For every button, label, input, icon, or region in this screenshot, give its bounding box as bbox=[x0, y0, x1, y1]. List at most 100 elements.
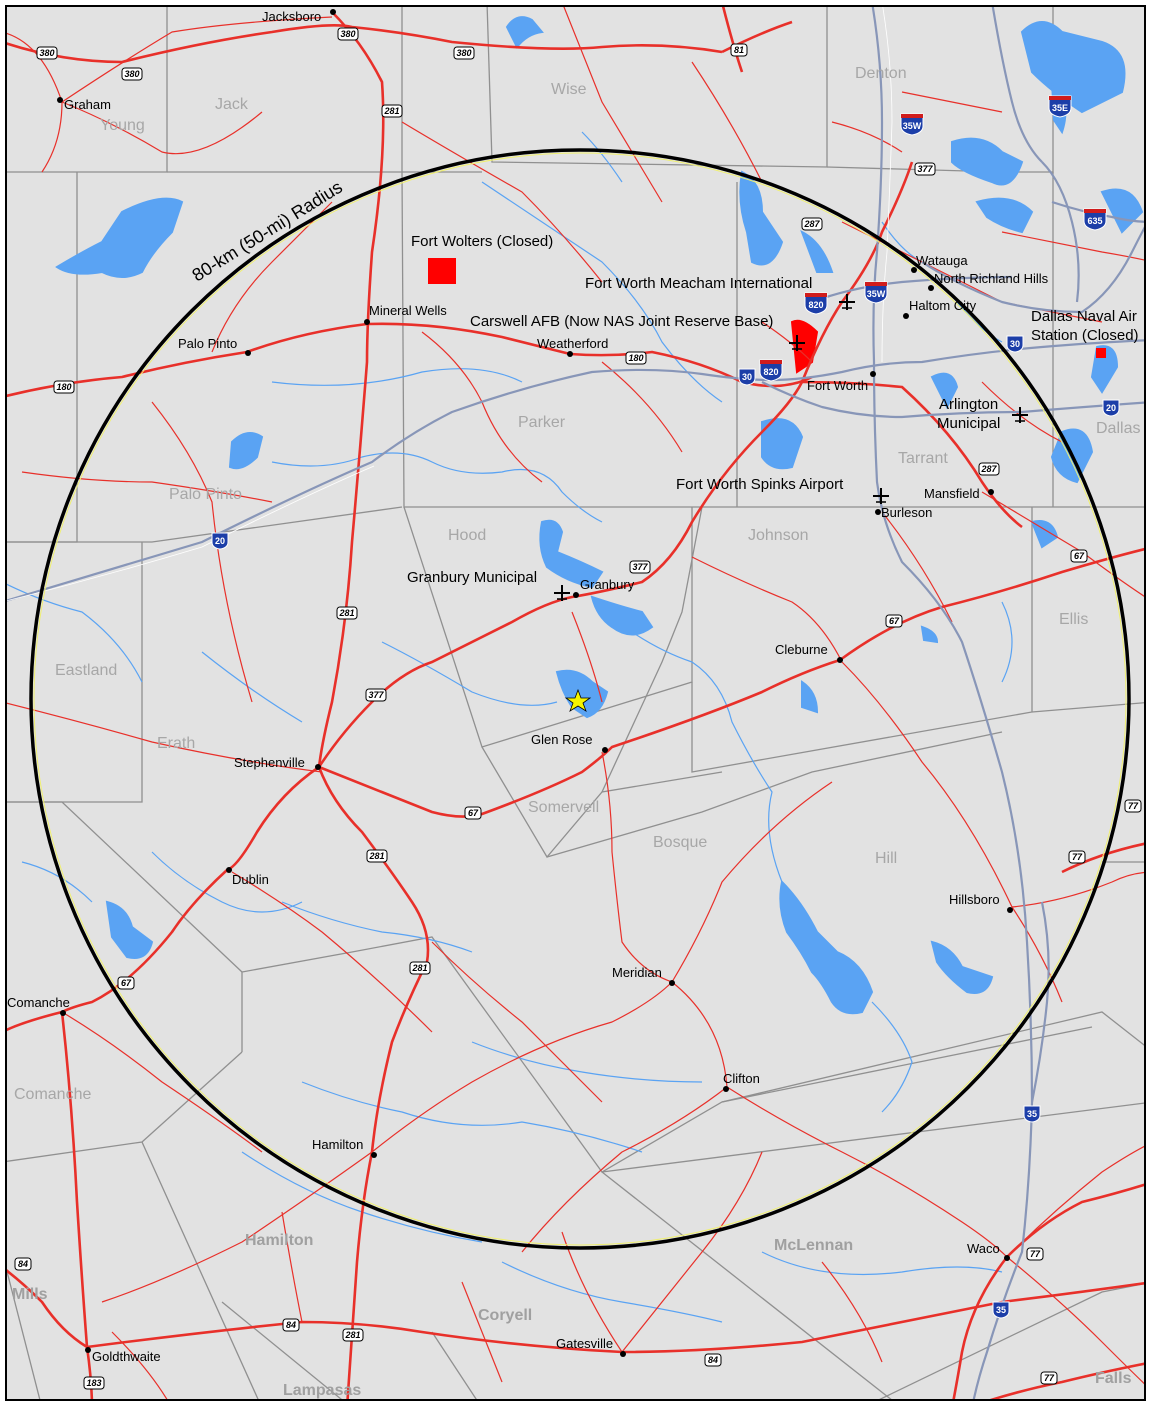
county-label-parker: Parker bbox=[518, 414, 566, 431]
interstate-shield: 20 bbox=[211, 532, 229, 550]
shield-number: 35 bbox=[996, 1305, 1006, 1315]
us-shield: 380 bbox=[337, 27, 359, 41]
airplane-icon bbox=[1012, 407, 1028, 423]
city-dot-clifton bbox=[723, 1086, 729, 1092]
shield-number: 281 bbox=[368, 851, 384, 861]
county-label-hamilton: Hamilton bbox=[245, 1232, 313, 1249]
us-shield: 287 bbox=[978, 462, 1000, 476]
us-shield: 281 bbox=[409, 961, 431, 975]
city-label-waco: Waco bbox=[967, 1241, 1000, 1256]
city-dot-graham bbox=[57, 97, 63, 103]
city-dot-waco bbox=[1004, 1255, 1010, 1261]
city-dot-jacksboro bbox=[330, 9, 336, 15]
map-canvas: 80-km (50-mi) Radius Jack Young Wise Den… bbox=[7, 7, 1144, 1399]
city-dot-glen-rose bbox=[602, 747, 608, 753]
shield-number: 180 bbox=[628, 353, 643, 363]
shield-number: 377 bbox=[632, 562, 648, 572]
county-labels: Jack Young Wise Denton Parker Palo Pinto… bbox=[12, 65, 1140, 1399]
shield-number: 281 bbox=[344, 1330, 360, 1340]
city-dot-hillsboro bbox=[1007, 907, 1013, 913]
shield-number: 81 bbox=[734, 45, 744, 55]
us-shield: 281 bbox=[366, 849, 388, 863]
airport-icons bbox=[554, 294, 1028, 601]
city-dot-granbury bbox=[573, 592, 579, 598]
site-star-icon bbox=[564, 688, 592, 712]
dallas-naval-label-line1: Dallas Naval Air bbox=[1031, 308, 1137, 325]
interstate-shield: 635 bbox=[1083, 208, 1107, 231]
us-shield: 180 bbox=[53, 380, 75, 394]
shield-number: 820 bbox=[808, 300, 823, 310]
shield-number: 183 bbox=[86, 1378, 101, 1388]
shield-number: 67 bbox=[889, 616, 900, 626]
shield-number: 380 bbox=[340, 29, 355, 39]
water-bodies bbox=[55, 16, 1144, 1015]
city-dot-hamilton bbox=[371, 1152, 377, 1158]
city-labels: Jacksboro Graham Mineral Wells Palo Pint… bbox=[7, 9, 1049, 1364]
county-label-erath: Erath bbox=[157, 735, 195, 752]
county-label-denton: Denton bbox=[855, 65, 907, 82]
interstate-shield: 35 bbox=[992, 1301, 1010, 1319]
interstate-shield: 820 bbox=[759, 359, 783, 382]
city-label-fort-worth: Fort Worth bbox=[807, 378, 868, 393]
city-label-north-richland-hills: North Richland Hills bbox=[934, 271, 1049, 286]
us-shield: 287 bbox=[801, 217, 823, 231]
shield-number: 35 bbox=[1027, 1109, 1037, 1119]
us-shield: 84 bbox=[14, 1257, 32, 1271]
meacham-label: Fort Worth Meacham International bbox=[585, 275, 812, 292]
radius-circle-inner bbox=[33, 152, 1127, 1246]
shield-number: 77 bbox=[1044, 1373, 1055, 1383]
interstate-shield: 35W bbox=[864, 281, 888, 304]
shield-number: 84 bbox=[18, 1259, 28, 1269]
interstate-shields: 35W 35E 635 35W 820 820 30 30 20 20 35 3… bbox=[211, 95, 1120, 1319]
city-dots bbox=[57, 9, 1013, 1357]
us-shield: 67 bbox=[117, 976, 135, 990]
city-label-haltom-city: Haltom City bbox=[909, 298, 977, 313]
us-highway-shields: 380 380 380 380 81 281 377 287 180 180 2… bbox=[14, 27, 1142, 1390]
us-shield: 67 bbox=[1070, 549, 1088, 563]
city-dot-haltom-city bbox=[903, 313, 909, 319]
city-dot-north-richland-hills bbox=[928, 285, 934, 291]
shield-number: 377 bbox=[917, 164, 933, 174]
city-dot-dublin bbox=[226, 867, 232, 873]
us-shield: 67 bbox=[464, 806, 482, 820]
shield-number: 35W bbox=[867, 289, 886, 299]
city-label-hamilton: Hamilton bbox=[312, 1137, 363, 1152]
county-label-mills: Mills bbox=[12, 1286, 48, 1303]
interstate-shield: 30 bbox=[738, 368, 756, 386]
fort-wolters-label: Fort Wolters (Closed) bbox=[411, 233, 553, 250]
city-label-mineral-wells: Mineral Wells bbox=[369, 303, 447, 318]
shield-number: 77 bbox=[1128, 801, 1139, 811]
city-dot-meridian bbox=[669, 980, 675, 986]
city-label-glen-rose: Glen Rose bbox=[531, 732, 592, 747]
us-shield: 377 bbox=[914, 162, 936, 176]
shield-number: 67 bbox=[121, 978, 132, 988]
us-shield: 77 bbox=[1124, 799, 1142, 813]
county-label-bosque: Bosque bbox=[653, 834, 707, 851]
county-label-falls: Falls bbox=[1095, 1370, 1132, 1387]
shield-number: 380 bbox=[456, 48, 471, 58]
shield-number: 377 bbox=[368, 690, 384, 700]
airplane-icon bbox=[873, 488, 889, 504]
county-label-coryell: Coryell bbox=[478, 1307, 532, 1324]
shield-number: 180 bbox=[56, 382, 71, 392]
county-label-eastland: Eastland bbox=[55, 662, 117, 679]
city-label-meridian: Meridian bbox=[612, 965, 662, 980]
city-dot-weatherford bbox=[567, 351, 573, 357]
us-shield: 377 bbox=[365, 688, 387, 702]
county-label-johnson: Johnson bbox=[748, 527, 809, 544]
county-label-jack: Jack bbox=[215, 96, 249, 113]
shield-number: 281 bbox=[338, 608, 354, 618]
city-dot-burleson bbox=[875, 509, 881, 515]
county-label-ellis: Ellis bbox=[1059, 611, 1088, 628]
us-shield: 377 bbox=[629, 560, 651, 574]
shield-number: 84 bbox=[286, 1320, 296, 1330]
granbury-municipal-label: Granbury Municipal bbox=[407, 569, 537, 586]
interstate-shield: 35W bbox=[900, 113, 924, 136]
city-dot-stephenville bbox=[315, 764, 321, 770]
county-label-young: Young bbox=[100, 117, 145, 134]
shield-number: 635 bbox=[1087, 216, 1102, 226]
city-dot-fort-worth bbox=[870, 371, 876, 377]
shield-number: 67 bbox=[468, 808, 479, 818]
map-frame: 80-km (50-mi) Radius Jack Young Wise Den… bbox=[5, 5, 1146, 1401]
shield-number: 281 bbox=[383, 106, 399, 116]
